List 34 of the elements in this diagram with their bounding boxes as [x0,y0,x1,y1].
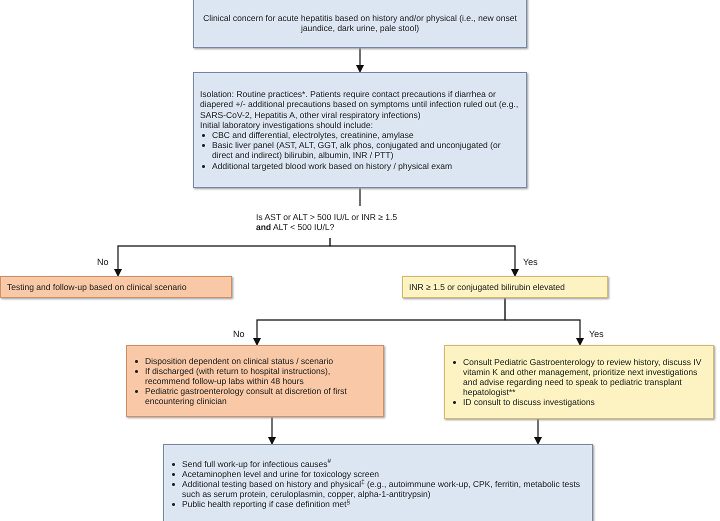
box-text: Clinical concern for acute hepatitis based on history and/or physical (i.e., new onset jaundice, dark urine, pale stool) [202,12,518,34]
edge-label: Yes [588,330,605,339]
process-box [126,345,384,417]
process-box [193,0,527,48]
bullet-text: Disposition dependent on clinical status / scenario [145,356,334,366]
process-box [402,276,608,298]
bullet-text: Additional targeted blood work based on history / physical exam [212,160,452,171]
bullet-text: Pediatric gastroenterology consult at discretion of first encountering clinician [145,386,348,406]
bullet-text: Public health reporting if case definition met$^{§}$ [182,499,350,510]
bullet-text: ID consult to discuss investigations [463,397,595,408]
arrow [268,417,276,445]
box-text: Initial laboratory investigations should include: [200,120,373,130]
arrow [356,48,364,73]
box-text: INR ≥ 1.5 or conjugated bilirubin elevated [409,282,566,292]
bullet-text: CBC and differential, electrolytes, creatinine, amylase [212,130,414,140]
bullet-text: Acetaminophen level and urine for toxicology screen [182,468,380,479]
edge-label: Yes [522,258,539,267]
bullet-text: Additional testing based on history and physical$^{‡}$ (e.g., autoimmune work-up, CPK, ferritin, metabolic tests such as serum protein, ceruloplasmin, copper, alpha-1-antitrypsin) [182,478,582,500]
arrow [534,419,542,445]
box-text: Testing and follow-up based on clinical scenario [7,282,188,292]
edge-label: No [232,330,246,339]
edge-label: No [96,258,110,267]
process-box [193,72,527,188]
bullet-text: Consult Pediatric Gastroenterology to review history, discuss IV vitamin K and other management, prioritize next investigations and advise regarding need to speak to pediatric transplant hepatologist** [463,356,702,398]
process-box [444,345,714,419]
process-box [0,276,232,298]
bullet-text: If discharged (with return to hospital instructions), recommend follow-up labs within 48 hours [145,366,332,386]
box-text: Isolation: Routine practices*. Patients require contact precautions if diarrhea or diapered +/- additional precautions based on symptoms until infection ruled out (e.g., SARS-CoV-2, Hepatitis A, other viral respiratory infections) [200,89,520,120]
bullet-text: Basic liver panel (AST, ALT, GGT, alk phos, conjugated and unconjugated (or direct and indirect) bilirubin, albumin, INR / PTT) [212,140,502,161]
box-text: Is AST or ALT > 500 IU/L or INR ≥ 1.5 and ALT < 500 IU/L? [256,212,398,232]
arrow [504,298,584,346]
arrow [329,238,519,277]
bullet-text: Send full work-up for infectious causes$^{#}$ [182,458,332,469]
process-box [163,444,593,521]
